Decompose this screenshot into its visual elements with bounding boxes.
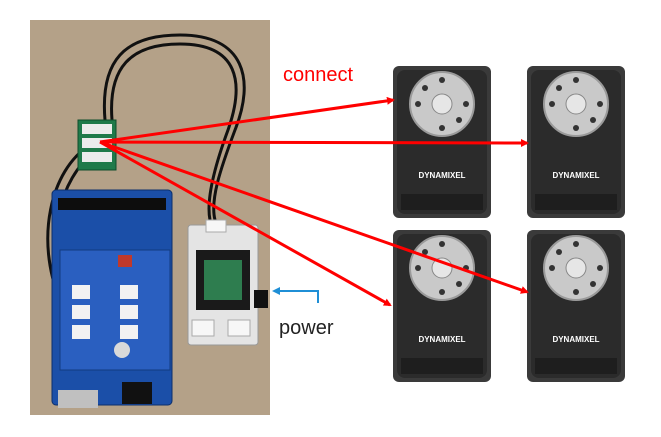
- servo-brand-text: DYNAMIXEL: [552, 171, 599, 180]
- connect-arrow-servo-1: [99, 96, 395, 144]
- connect-arrow-servo-4: [99, 140, 529, 294]
- servo-photo-4: DYNAMIXEL: [527, 230, 625, 382]
- servo-photo-2: DYNAMIXEL: [527, 66, 625, 218]
- servo-brand-text: DYNAMIXEL: [418, 171, 465, 180]
- controller-board-illustration: [30, 20, 270, 415]
- connect-arrow-servo-3: [99, 140, 392, 307]
- servo-illustration: DYNAMIXEL: [531, 70, 621, 214]
- power-label: power: [279, 317, 334, 339]
- servo-brand-text: DYNAMIXEL: [418, 335, 465, 344]
- connect-arrow-servo-2: [99, 138, 529, 147]
- power-arrow: [272, 287, 319, 303]
- controller-board-photo: [30, 20, 270, 415]
- servo-brand-text: DYNAMIXEL: [552, 335, 599, 344]
- servo-illustration: DYNAMIXEL: [531, 234, 621, 378]
- connect-label: connect: [283, 64, 354, 86]
